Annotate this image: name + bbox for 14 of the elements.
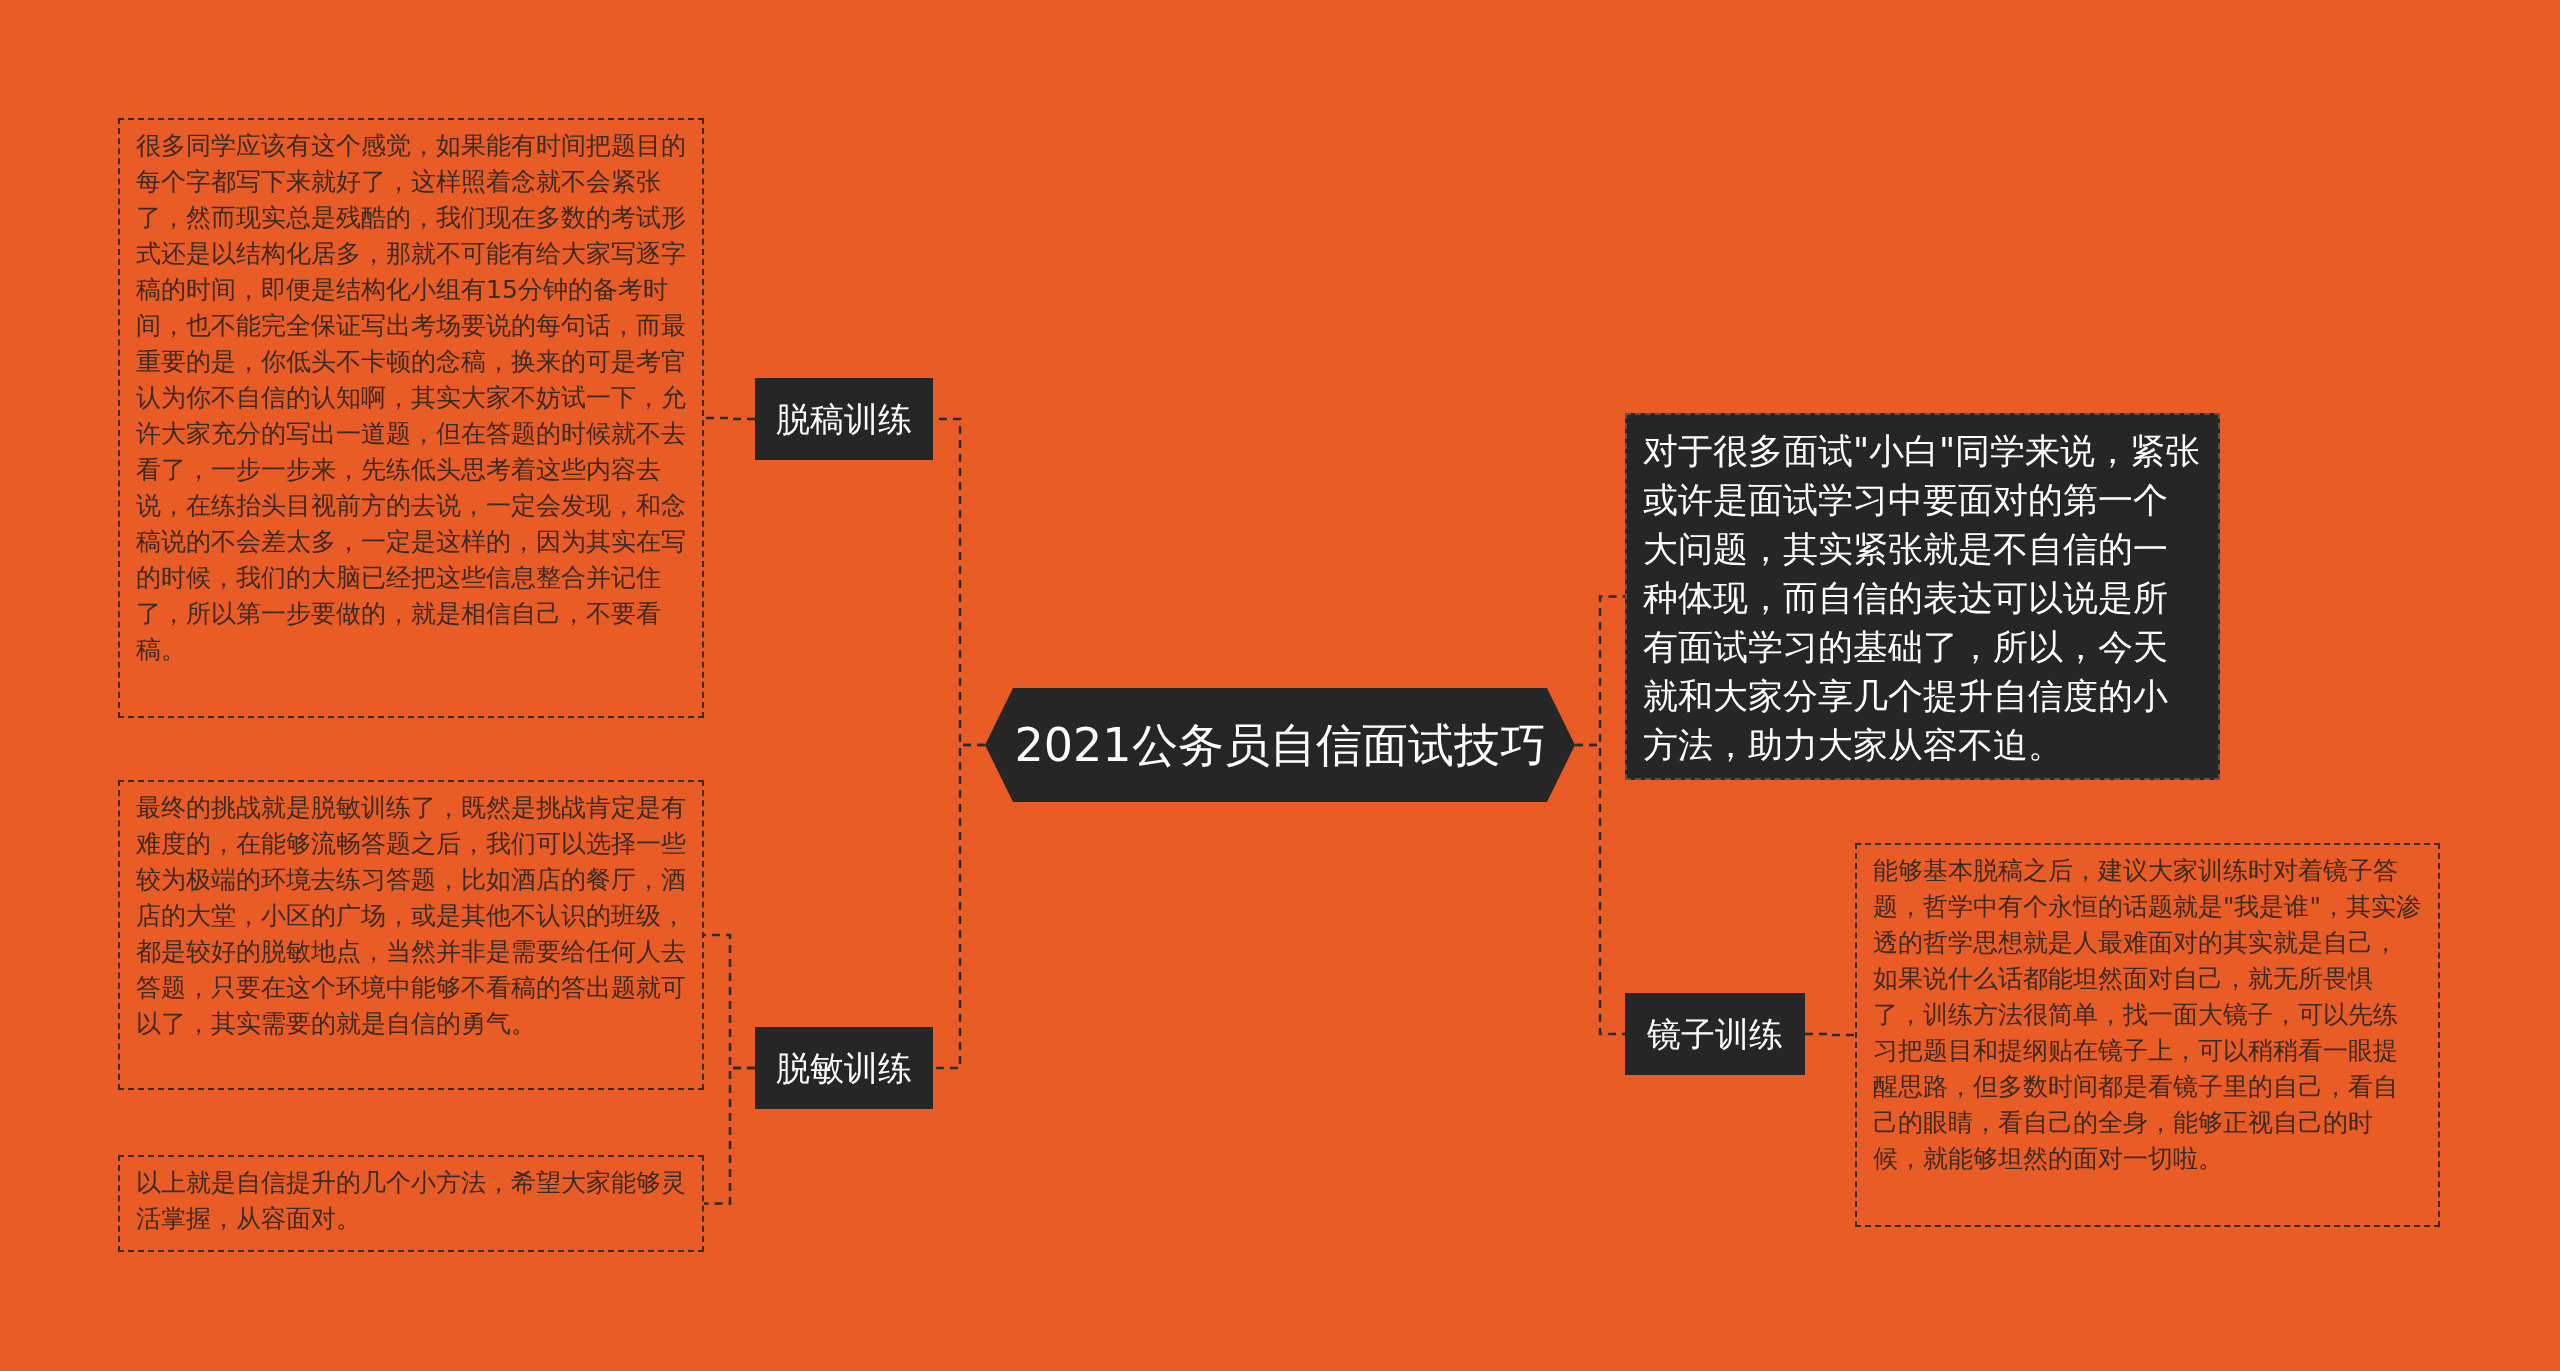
note-box: 最终的挑战就是脱敏训练了，既然是挑战肯定是有难度的，在能够流畅答题之后，我们可以选择一些较为极端的环境去练习答题，比如酒店的餐厅，酒店的大堂，小区的广场，或是其他不认识的班级，都是较好的脱敏地点，当然并非是需要给任何人去答题，只要在这个环境中能够不看稿的答出题就可以了，其实需要的就是自信的勇气。 <box>118 780 704 1090</box>
connector-line <box>1575 743 1625 1036</box>
note-box: 以上就是自信提升的几个小方法，希望大家能够灵活掌握，从容面对。 <box>118 1155 704 1252</box>
central-topic: 2021公务员自信面试技巧 <box>985 688 1575 802</box>
topic-box: 脱稿训练 <box>755 378 933 460</box>
connector-line <box>933 743 985 1070</box>
intro-box: 对于很多面试"小白"同学来说，紧张或许是面试学习中要面对的第一个大问题，其实紧张就是不自信的一种体现，而自信的表达可以说是所有面试学习的基础了，所以，今天就和大家分享几个提升自信度的小方法，助力大家从容不迫。 <box>1625 413 2220 780</box>
note-box: 很多同学应该有这个感觉，如果能有时间把题目的每个字都写下来就好了，这样照着念就不会紧张了，然而现实总是残酷的，我们现在多数的考试形式还是以结构化居多，那就不可能有给大家写逐字稿的时间，即便是结构化小组有15分钟的备考时间，也不能完全保证写出考场要说的每句话，而最重要的是，你低头不卡顿的念稿，换来的可是考官认为你不自信的认知啊，其实大家不妨试一下，允许大家充分的写出一道题，但在答题的时候就不去看了，一步一步来，先练低头思考着这些内容去说，在练抬头目视前方的去说，一定会发现，和念稿说的不会差太多，一定是这样的，因为其实在写的时候，我们的大脑已经把这些信息整合并记住了，所以第一步要做的，就是相信自己，不要看稿。 <box>118 118 704 718</box>
topic-box: 脱敏训练 <box>755 1027 933 1109</box>
note-box: 能够基本脱稿之后，建议大家训练时对着镜子答题，哲学中有个永恒的话题就是"我是谁"，其实渗透的哲学思想就是人最难面对的其实就是自己，如果说什么话都能坦然面对自己，就无所畏惧了，训练方法很简单，找一面大镜子，可以先练习把题目和提纲贴在镜子上，可以稍稍看一眼提醒思路，但多数时间都是看镜子里的自己，看自己的眼睛，看自己的全身，能够正视自己的时候，就能够坦然的面对一切啦。 <box>1855 843 2440 1227</box>
topic-box: 镜子训练 <box>1625 993 1805 1075</box>
connector-line <box>704 1066 755 1205</box>
connector-line <box>704 416 755 421</box>
connector-line <box>1805 1032 1855 1037</box>
